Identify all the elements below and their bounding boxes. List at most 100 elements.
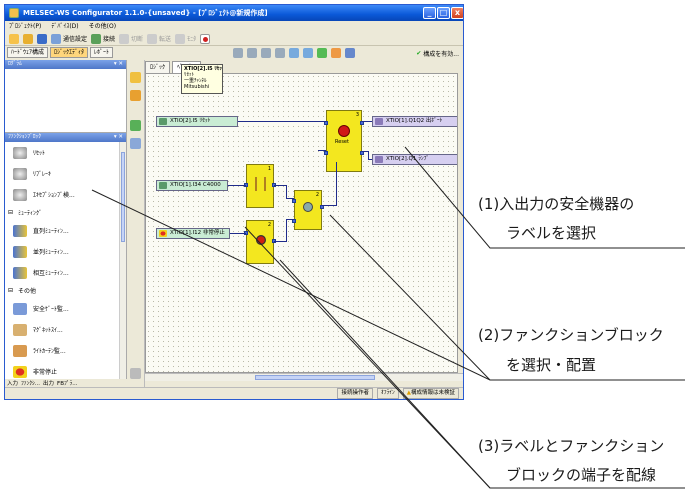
fb-input-pin[interactable] bbox=[324, 121, 328, 125]
estop-icon bbox=[13, 365, 27, 378]
wire bbox=[238, 121, 326, 122]
menu-project[interactable]: ﾌﾟﾛｼﾞｪｸﾄ(P) bbox=[9, 23, 42, 30]
monitor-button[interactable]: ﾓﾆﾀ bbox=[175, 33, 196, 44]
annotation-3-line2: ブロックの端子を配線 bbox=[506, 466, 657, 484]
function-block-list: ﾘｾｯﾄ ﾘﾌﾞﾚｰｷ ｴｷｾﾌﾟｼｮﾝﾌﾞ検... ⊟ﾐｭｰﾃｨﾝｸﾞ 直列ﾐ… bbox=[5, 142, 126, 382]
status-bar: 接続操作者 ｵﾌﾗｲﾝ ▲構成情報は未検証 bbox=[5, 387, 463, 399]
logic-icon bbox=[303, 202, 313, 212]
wire bbox=[286, 185, 287, 199]
tab-report[interactable]: ﾚﾎﾟｰﾄ bbox=[90, 47, 114, 58]
tab-fb-preset[interactable]: FBﾌﾟﾗ... bbox=[57, 381, 78, 387]
wire bbox=[368, 151, 369, 160]
scroll-thumb[interactable] bbox=[121, 152, 125, 242]
wire bbox=[322, 205, 336, 206]
tab-input[interactable]: 入力 bbox=[7, 381, 19, 387]
program-tree[interactable] bbox=[5, 69, 126, 133]
check-icon: ✔ bbox=[416, 49, 422, 57]
muting-icon bbox=[13, 245, 27, 258]
view-tabs: ﾊｰﾄﾞｳｪｱ構成 ﾛｼﾞｯｸｴﾃﾞｨﾀ ﾚﾎﾟｰﾄ bbox=[5, 46, 123, 59]
save-icon[interactable] bbox=[37, 33, 47, 44]
monitor-icon bbox=[175, 33, 186, 44]
fb-item-light-curtain[interactable]: ﾗｲﾄｶｰﾃﾝ監... bbox=[5, 340, 126, 361]
reset-icon bbox=[338, 125, 350, 137]
flag-icon[interactable] bbox=[200, 33, 211, 44]
page-icon[interactable] bbox=[130, 138, 141, 149]
label-input-reset[interactable]: XTIO[2].I5 ﾘｾｯﾄ bbox=[156, 116, 238, 127]
group-muting[interactable]: ⊟ﾐｭｰﾃｨﾝｸﾞ bbox=[8, 209, 43, 217]
output-label-icon bbox=[375, 156, 383, 163]
label-tooltip: XTIO[2].I5 ﾘｾｯﾄ ﾘｾｯﾄ 一重ﾁｬﾝﾈﾙ Mitsubishi bbox=[181, 64, 223, 94]
program-panel-header: ﾛｸﾞﾗﾑ▾ ✕ bbox=[5, 60, 126, 69]
estop-icon bbox=[159, 230, 167, 237]
annotation-2-line1: (2)ファンクションブロック bbox=[478, 326, 664, 344]
label-output-port[interactable]: XTIO[1].Q1Q2 出ﾎﾟｰﾄ bbox=[372, 116, 457, 127]
transfer-icon bbox=[147, 33, 158, 44]
wire bbox=[362, 151, 368, 152]
open-folder-icon[interactable] bbox=[23, 33, 33, 44]
tab-output[interactable]: 出力 bbox=[43, 381, 55, 387]
add-page-icon[interactable] bbox=[130, 120, 141, 131]
maximize-button[interactable]: □ bbox=[437, 7, 450, 19]
wire bbox=[286, 219, 287, 242]
transfer-button[interactable]: 転送 bbox=[147, 33, 171, 44]
fb-reset[interactable]: 3 Reset bbox=[324, 110, 364, 172]
connect-button[interactable]: 接続 bbox=[91, 33, 115, 44]
title-bar[interactable]: MELSEC-WS Configurator 1.1.0-{unsaved} -… bbox=[5, 5, 463, 21]
redo-icon[interactable] bbox=[303, 48, 313, 58]
fb-input-pin[interactable] bbox=[324, 151, 328, 155]
disconnect-icon bbox=[119, 33, 130, 44]
logic-canvas[interactable]: XTIO[2].I5 ﾘｾｯﾄ XTIO[1].I34 C4000 XTIO[1… bbox=[145, 73, 458, 373]
fb-item-emergency-stop[interactable]: 非常停止 bbox=[5, 361, 126, 382]
close-button[interactable]: x bbox=[451, 7, 463, 19]
fb-emergency-stop[interactable]: 2 bbox=[244, 220, 276, 264]
undo-icon[interactable] bbox=[289, 48, 299, 58]
fb-light-curtain[interactable]: 1 bbox=[244, 164, 276, 208]
menu-other[interactable]: その他(O) bbox=[88, 23, 117, 30]
disconnect-button[interactable]: 切断 bbox=[119, 33, 143, 44]
group-other[interactable]: ⊟その他 bbox=[8, 287, 37, 295]
wire bbox=[230, 233, 246, 234]
pin-icon[interactable]: ▾ ✕ bbox=[113, 134, 123, 140]
input-label-icon bbox=[159, 118, 167, 125]
label-input-estop[interactable]: XTIO[1].I12 非常停止 bbox=[156, 228, 230, 239]
fb-item-safety-gate[interactable]: 安全ｹﾞｰﾄ監... bbox=[5, 298, 126, 319]
fb-item-parallel-muting[interactable]: 並列ﾐｭｰﾃｨﾝ... bbox=[5, 241, 126, 262]
pointer-icon[interactable] bbox=[130, 72, 141, 83]
tab-hardware[interactable]: ﾊｰﾄﾞｳｪｱ構成 bbox=[7, 47, 49, 58]
scroll-thumb[interactable] bbox=[255, 375, 375, 380]
align-icon[interactable] bbox=[345, 48, 355, 58]
canvas-horizontal-scrollbar[interactable] bbox=[145, 373, 463, 381]
fb-item-magnet-switch[interactable]: ﾏｸﾞﾈｯﾄｽｲ... bbox=[5, 319, 126, 340]
gate-icon bbox=[13, 302, 27, 315]
zoom-icon[interactable] bbox=[331, 48, 341, 58]
paste-icon[interactable] bbox=[261, 48, 271, 58]
label-input-c4000[interactable]: XTIO[1].I34 C4000 bbox=[156, 180, 228, 191]
annotation-1-line2: ラベルを選択 bbox=[506, 224, 597, 242]
pin-icon[interactable]: ▾ ✕ bbox=[113, 61, 123, 67]
fb-item-brake[interactable]: ﾘﾌﾞﾚｰｷ bbox=[5, 163, 126, 184]
fb-item-exception[interactable]: ｴｷｾﾌﾟｼｮﾝﾌﾞ検... bbox=[5, 184, 126, 205]
tab-function[interactable]: ﾌｧﾝｸｼ... bbox=[21, 381, 41, 387]
trash-icon[interactable] bbox=[130, 368, 141, 379]
minimize-button[interactable]: _ bbox=[423, 7, 436, 19]
fb-item-mutual-muting[interactable]: 相互ﾐｭｰﾃｨﾝ... bbox=[5, 262, 126, 283]
wire bbox=[362, 121, 372, 122]
fb-list-scrollbar[interactable] bbox=[119, 142, 126, 382]
tab-logic[interactable]: ﾛｼﾞｯｸ bbox=[145, 61, 171, 73]
fb-input-pin[interactable] bbox=[292, 199, 296, 203]
cut-icon[interactable] bbox=[233, 48, 243, 58]
tab-logic-editor[interactable]: ﾛｼﾞｯｸｴﾃﾞｨﾀ bbox=[50, 47, 89, 58]
copy-icon[interactable] bbox=[247, 48, 257, 58]
fb-item-reset[interactable]: ﾘｾｯﾄ bbox=[5, 142, 126, 163]
new-icon[interactable] bbox=[9, 33, 19, 44]
gear-icon bbox=[13, 188, 27, 201]
wire-icon[interactable] bbox=[130, 90, 141, 101]
grid-icon[interactable] bbox=[317, 48, 327, 58]
fb-item-serial-muting[interactable]: 直列ﾐｭｰﾃｨﾝ... bbox=[5, 220, 126, 241]
delete-icon[interactable] bbox=[275, 48, 285, 58]
wire bbox=[286, 219, 294, 220]
menu-device[interactable]: ﾃﾞﾊﾞｲｽ(D) bbox=[51, 23, 79, 30]
comm-settings-button[interactable]: 通信設定 bbox=[51, 33, 87, 44]
fb-and[interactable]: 2 bbox=[292, 190, 324, 230]
label-output-lamp[interactable]: XTIO[2].Q1 ﾗﾝﾌﾟ bbox=[372, 154, 457, 165]
